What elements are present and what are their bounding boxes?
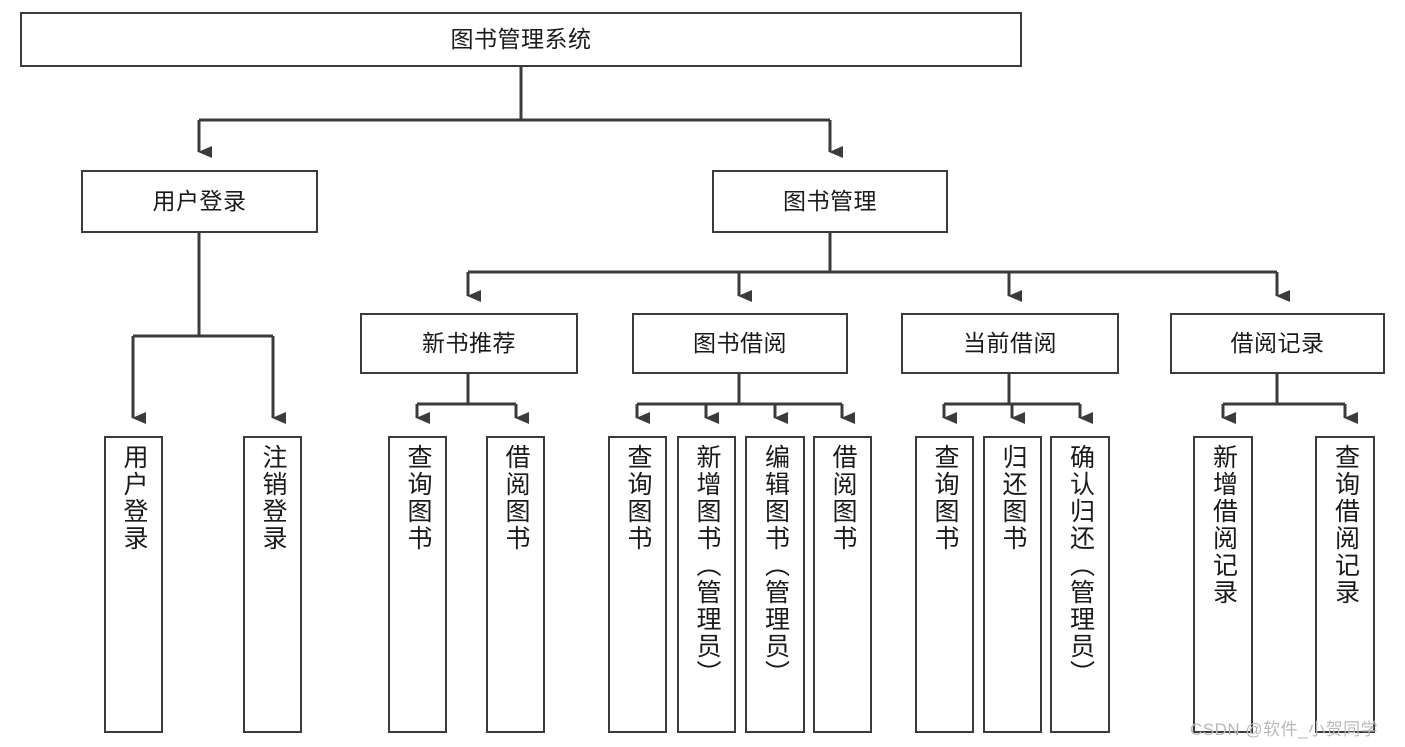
leaf-confirm-return-label: 确认归还（管理员） bbox=[1066, 444, 1095, 687]
leaf-user-login-label: 用户登录 bbox=[120, 444, 148, 552]
leaf-query-record-label: 查询借阅记录 bbox=[1331, 444, 1360, 606]
leaf-query-book-1[interactable]: 查询图书 bbox=[388, 436, 447, 733]
leaf-query-record[interactable]: 查询借阅记录 bbox=[1315, 436, 1375, 733]
node-current-borrow[interactable]: 当前借阅 bbox=[901, 313, 1119, 374]
node-book-borrow-label: 图书借阅 bbox=[693, 330, 787, 357]
leaf-borrow-book-1-label: 借阅图书 bbox=[502, 444, 530, 552]
leaf-return-book-label: 归还图书 bbox=[999, 444, 1027, 552]
leaf-query-book-3-label: 查询图书 bbox=[931, 444, 959, 552]
node-root-label: 图书管理系统 bbox=[450, 26, 592, 53]
node-root[interactable]: 图书管理系统 bbox=[20, 12, 1022, 67]
leaf-borrow-book-1[interactable]: 借阅图书 bbox=[486, 436, 545, 733]
leaf-query-book-3[interactable]: 查询图书 bbox=[915, 436, 974, 733]
node-borrow-record-label: 借阅记录 bbox=[1230, 330, 1325, 357]
leaf-return-book[interactable]: 归还图书 bbox=[983, 436, 1042, 733]
leaf-add-book-label: 新增图书（管理员） bbox=[693, 444, 721, 687]
leaf-borrow-book-2-label: 借阅图书 bbox=[829, 444, 857, 552]
node-book-borrow[interactable]: 图书借阅 bbox=[632, 313, 848, 374]
leaf-add-record[interactable]: 新增借阅记录 bbox=[1193, 436, 1253, 733]
leaf-query-book-2[interactable]: 查询图书 bbox=[608, 436, 667, 733]
leaf-add-record-label: 新增借阅记录 bbox=[1209, 444, 1238, 606]
leaf-query-book-1-label: 查询图书 bbox=[404, 444, 432, 552]
leaf-logout-login[interactable]: 注销登录 bbox=[243, 436, 302, 733]
leaf-confirm-return[interactable]: 确认归还（管理员） bbox=[1050, 436, 1110, 733]
leaf-edit-book-label: 编辑图书（管理员） bbox=[761, 444, 790, 687]
node-user-login-label: 用户登录 bbox=[152, 188, 247, 215]
leaf-logout-login-label: 注销登录 bbox=[259, 444, 287, 552]
node-new-book-recommend-label: 新书推荐 bbox=[422, 330, 516, 357]
node-new-book-recommend[interactable]: 新书推荐 bbox=[360, 313, 578, 374]
watermark-csdn: CSDN @软件_小贺同学 bbox=[1190, 720, 1379, 739]
node-book-management-label: 图书管理 bbox=[783, 188, 877, 215]
leaf-user-login[interactable]: 用户登录 bbox=[104, 436, 163, 733]
node-borrow-record[interactable]: 借阅记录 bbox=[1170, 313, 1385, 374]
leaf-borrow-book-2[interactable]: 借阅图书 bbox=[813, 436, 872, 733]
node-user-login[interactable]: 用户登录 bbox=[81, 170, 318, 233]
leaf-query-book-2-label: 查询图书 bbox=[624, 444, 652, 552]
leaf-edit-book[interactable]: 编辑图书（管理员） bbox=[745, 436, 805, 733]
node-current-borrow-label: 当前借阅 bbox=[963, 330, 1057, 357]
node-book-management[interactable]: 图书管理 bbox=[712, 170, 948, 233]
leaf-add-book[interactable]: 新增图书（管理员） bbox=[677, 436, 736, 733]
